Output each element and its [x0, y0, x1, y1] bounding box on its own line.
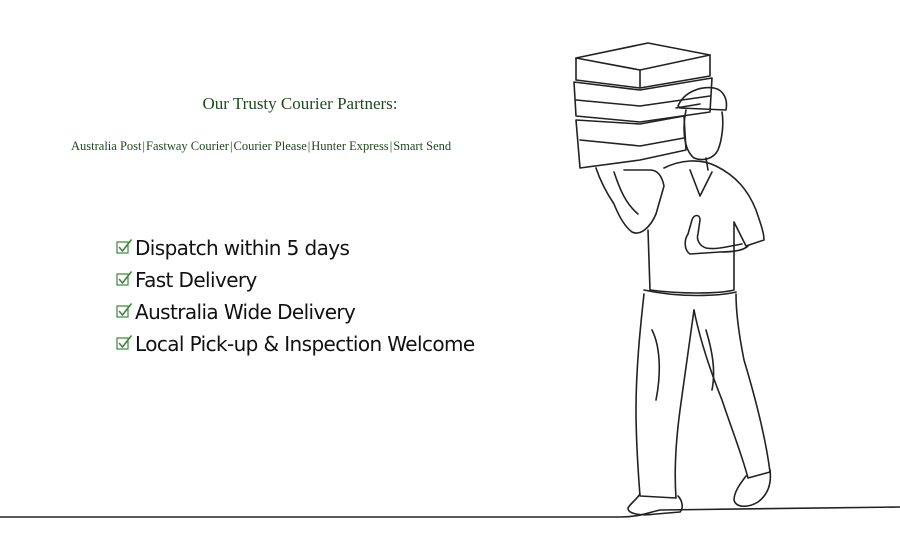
partner-courier-please: Courier Please: [233, 139, 307, 153]
trouser-fold: [705, 329, 715, 391]
head-icon: [675, 86, 728, 171]
left-shoe: [627, 493, 683, 516]
courier-partners-list: Australia Post|Fastway Courier|Courier P…: [71, 139, 451, 154]
partner-separator: |: [307, 139, 311, 153]
feature-list: Dispatch within 5 days Fast Delivery Aus…: [116, 228, 475, 356]
raised-arm: [595, 167, 665, 234]
partner-separator: |: [229, 139, 233, 153]
left-leg: [635, 293, 695, 499]
feature-item: Dispatch within 5 days: [116, 228, 475, 260]
partner-hunter-express: Hunter Express: [311, 139, 389, 153]
feature-item: Australia Wide Delivery: [116, 292, 475, 324]
partner-separator: |: [389, 139, 393, 153]
partner-australia-post: Australia Post: [71, 139, 142, 153]
checkbox-check-icon: [116, 271, 133, 286]
shirt: [647, 160, 765, 294]
waist-line: [643, 289, 737, 297]
checkbox-check-icon: [116, 239, 133, 254]
feature-text: Australia Wide Delivery: [135, 300, 356, 324]
shirt-collar: [689, 169, 713, 197]
feature-item: Local Pick-up & Inspection Welcome: [116, 324, 475, 356]
feature-item: Fast Delivery: [116, 260, 475, 292]
right-leg: [693, 293, 771, 479]
partner-smart-send: Smart Send: [393, 139, 452, 153]
checkbox-check-icon: [116, 335, 133, 350]
trouser-fold: [651, 329, 661, 401]
checkbox-check-icon: [116, 303, 133, 318]
feature-text: Fast Delivery: [135, 268, 257, 292]
feature-text: Local Pick-up & Inspection Welcome: [135, 332, 475, 356]
right-shoe: [733, 469, 772, 508]
partner-fastway-courier: Fastway Courier: [146, 139, 229, 153]
courier-partners-heading: Our Trusty Courier Partners:: [202, 94, 398, 113]
arm-detail: [613, 171, 639, 215]
box-icon: [573, 77, 713, 123]
feature-text: Dispatch within 5 days: [135, 236, 350, 260]
box-icon: [575, 115, 687, 169]
ground-line: [0, 506, 900, 518]
partner-separator: |: [142, 139, 145, 153]
thumbs-up-hand: [684, 214, 749, 255]
box-icon: [575, 42, 711, 89]
